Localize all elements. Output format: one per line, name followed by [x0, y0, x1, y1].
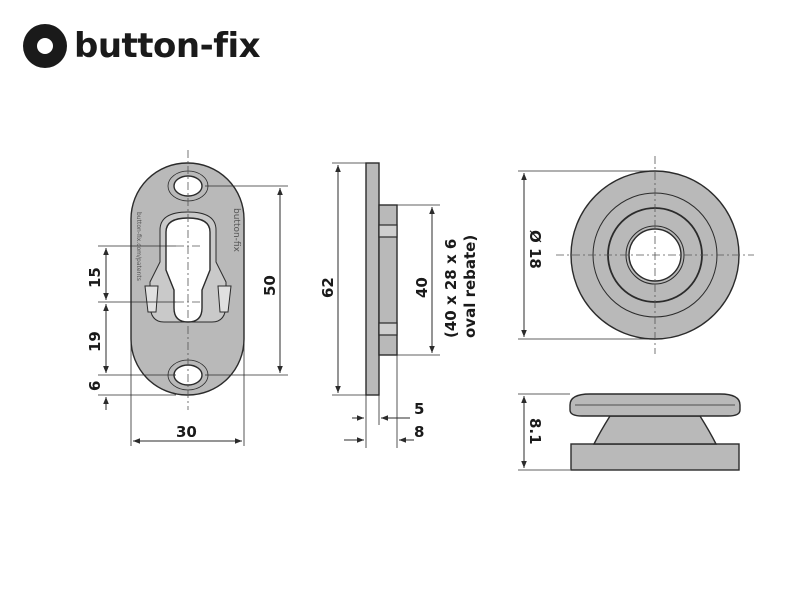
dim-plate-height: 62 [319, 277, 337, 298]
dim-thickness-total: 8 [414, 423, 424, 441]
dim-lower-spacing: 19 [86, 331, 104, 352]
plate-front-view: button-fix button-fix.com/patents [130, 150, 245, 410]
button-top-dimensions: Ø 18 [518, 170, 655, 340]
dim-button-diameter: Ø 18 [526, 230, 544, 269]
profile-boss [378, 204, 398, 356]
plate-side-dimensions: 62 40 (40 x 28 x 6 oval rebate) 5 8 [319, 162, 479, 448]
plate-logo-text: button-fix [231, 208, 241, 253]
plate-side-view [365, 162, 398, 396]
dim-button-height: 8.1 [526, 418, 544, 445]
plate-front-dimensions: 50 15 19 6 30 [86, 185, 288, 446]
dim-bottom-offset: 6 [86, 381, 104, 391]
dim-plate-width: 30 [176, 423, 197, 441]
button-top-view [556, 156, 754, 354]
dim-upper-spacing: 15 [86, 267, 104, 288]
brand-name: button-fix [74, 26, 261, 66]
left-clip [144, 285, 159, 313]
right-clip [217, 285, 232, 313]
dim-hole-spacing: 50 [261, 275, 279, 296]
profile-base [365, 162, 380, 396]
button-side-dimensions: 8.1 [518, 393, 570, 471]
button-side-view [569, 393, 741, 471]
dim-rebate-height: 40 [413, 277, 431, 298]
button-base [570, 443, 740, 471]
rebate-note-line2: oval rebate) [461, 235, 479, 338]
rebate-note-line1: (40 x 28 x 6 [442, 239, 460, 338]
button-neck [592, 415, 718, 445]
plate-url-text: button-fix.com/patents [135, 212, 142, 281]
dim-thickness-small: 5 [414, 400, 424, 418]
brand-logo: button-fix [22, 22, 261, 70]
logo-circle-icon [23, 24, 67, 68]
